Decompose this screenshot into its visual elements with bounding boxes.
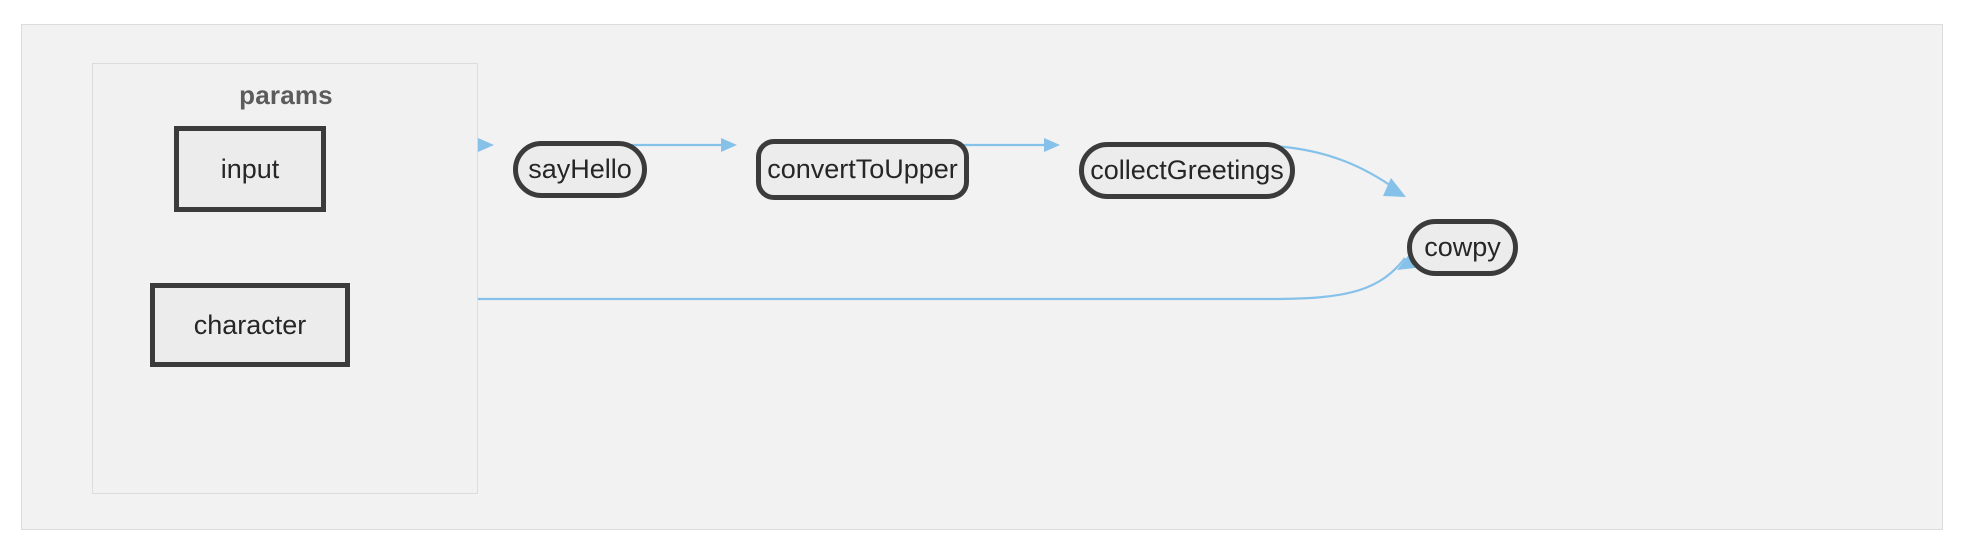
- edge-sayHello-to-convertToUpper: [626, 138, 737, 152]
- node-character-label: character: [193, 309, 307, 340]
- node-cowpy-label: cowpy: [1424, 232, 1501, 262]
- node-converttoupper[interactable]: convertToUpper: [756, 139, 969, 200]
- node-input-label: input: [220, 153, 280, 184]
- node-collectgreetings-label: collectGreetings: [1090, 155, 1284, 185]
- node-character[interactable]: character: [150, 283, 350, 367]
- subgraph-params-title: params: [239, 80, 333, 110]
- edge-character-to-cowpy: [330, 248, 1415, 301]
- node-cowpy[interactable]: cowpy: [1407, 219, 1518, 276]
- node-input[interactable]: input: [174, 126, 326, 212]
- node-sayhello-label: sayHello: [528, 154, 632, 184]
- node-converttoupper-label: convertToUpper: [767, 154, 958, 184]
- node-sayhello[interactable]: sayHello: [513, 141, 647, 198]
- diagram-frame: params input character sayHello convertT…: [21, 24, 1943, 530]
- node-collectgreetings[interactable]: collectGreetings: [1079, 142, 1295, 199]
